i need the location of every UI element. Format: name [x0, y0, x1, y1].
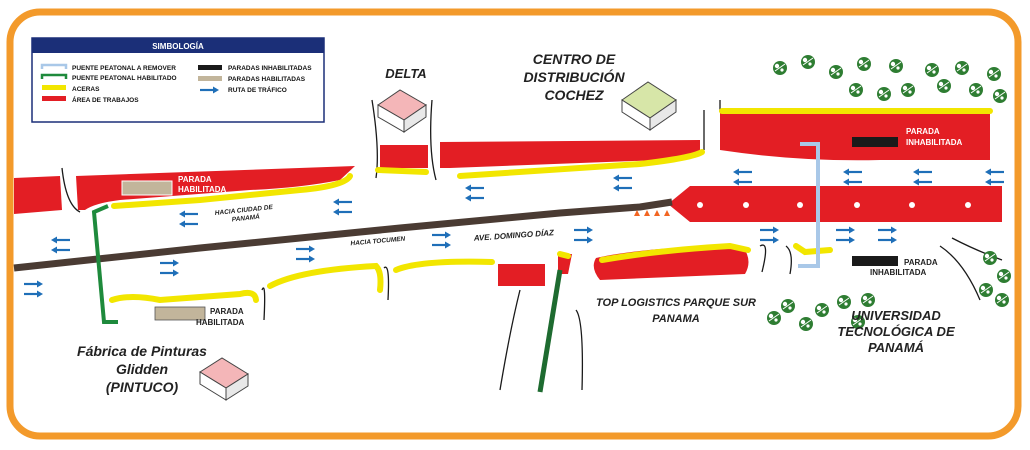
stop-label-south-2: HABILITADA	[196, 318, 245, 327]
label-hacia-tocumen: HACIA TOCUMEN	[350, 236, 406, 248]
stop-label-north-1: PARADA	[178, 175, 212, 184]
stop-disabled-south	[852, 256, 898, 266]
bridge-enabled-left	[91, 204, 118, 324]
label-cochez-3: COCHEZ	[544, 87, 604, 103]
stop-label-se-1: PARADA	[904, 258, 938, 267]
legend-bridge-remove-icon	[40, 63, 68, 69]
label-top-logistics-1: TOP LOGISTICS PARQUE SUR	[596, 297, 756, 309]
stop-enabled-south	[154, 306, 206, 321]
legend-stop-enabled-icon	[198, 76, 222, 81]
legend-stop-disabled-icon	[198, 65, 222, 70]
legend-sidewalk-icon	[42, 85, 66, 90]
legend-title: SIMBOLOGÍA	[152, 42, 204, 51]
work-areas	[14, 112, 1002, 286]
legend-label-bridge-enabled: PUENTE PEATONAL HABILITADO	[72, 75, 177, 82]
label-cochez-2: DISTRIBUCIÓN	[523, 68, 625, 85]
label-top-logistics-2: PANAMA	[652, 313, 700, 325]
traffic-cones	[634, 210, 670, 216]
legend-label-stop-enabled: PARADAS HABILITADAS	[228, 76, 306, 83]
stop-label-south-1: PARADA	[210, 307, 244, 316]
median-strip	[13, 198, 673, 272]
stop-label-se-2: INHABILITADA	[870, 268, 927, 277]
legend-label-work-area: ÁREA DE TRABAJOS	[72, 95, 139, 104]
label-utp-3: PANAMÁ	[868, 340, 924, 355]
bridge-enabled-bottom	[537, 269, 563, 393]
road-edges	[61, 99, 1003, 391]
label-cochez-1: CENTRO DE	[533, 51, 616, 67]
stop-disabled-north	[852, 137, 898, 147]
bridge-remove	[798, 142, 820, 268]
sidewalks	[109, 108, 993, 304]
label-glidden-1: Fábrica de Pinturas	[77, 343, 207, 359]
label-delta: DELTA	[385, 66, 426, 81]
legend-label-sidewalk: ACERAS	[72, 86, 100, 93]
building-cochez	[621, 81, 677, 131]
stop-label-ne-2: INHABILITADA	[906, 138, 963, 147]
legend-bridge-enabled-icon	[40, 73, 68, 79]
label-utp-1: UNIVERSIDAD	[851, 308, 941, 323]
stop-enabled-north	[121, 180, 173, 196]
building-pintuco	[199, 357, 249, 401]
legend-label-traffic-route: RUTA DE TRÁFICO	[228, 85, 287, 94]
legend-work-area-icon	[42, 96, 66, 101]
legend-label-bridge-remove: PUENTE PEATONAL A REMOVER	[72, 65, 176, 72]
label-glidden-3: (PINTUCO)	[106, 379, 179, 395]
label-glidden-2: Glidden	[116, 361, 168, 377]
lane-markers	[697, 202, 971, 208]
label-utp-2: TECNOLÓGICA DE	[837, 324, 955, 339]
stop-label-ne-1: PARADA	[906, 127, 940, 136]
legend: SIMBOLOGÍA PUENTE PEATONAL A REMOVER PUE…	[31, 37, 325, 123]
legend-label-stop-disabled: PARADAS INHABILITADAS	[228, 65, 312, 72]
building-delta	[377, 89, 427, 133]
stop-label-north-2: HABILITADA	[178, 185, 227, 194]
label-hacia-ciudad-2: PANAMÁ	[231, 212, 260, 224]
